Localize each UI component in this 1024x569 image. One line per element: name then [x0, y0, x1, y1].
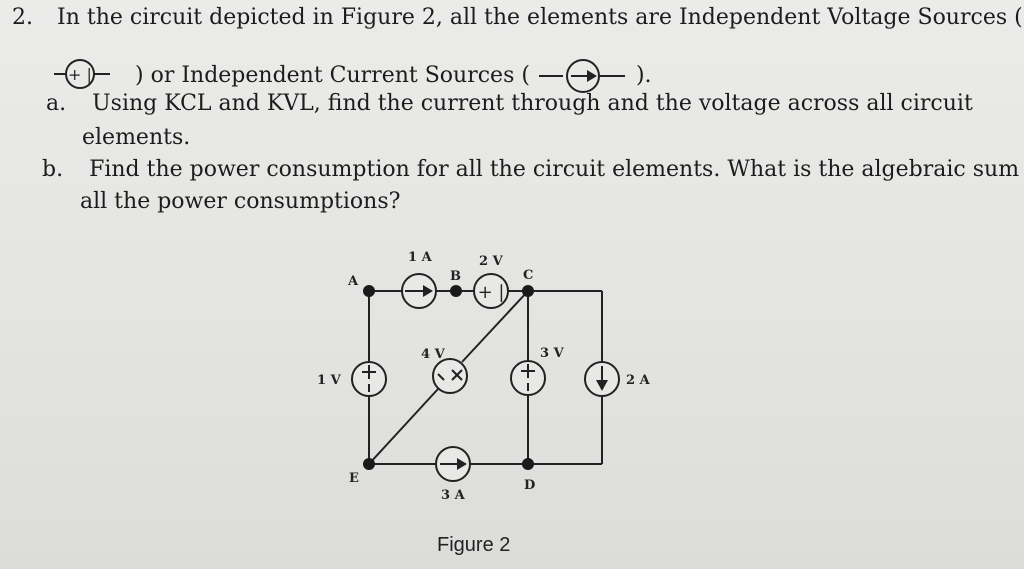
node-c	[522, 285, 534, 297]
part-a-line-2: elements.	[82, 124, 190, 152]
svg-text:+ |: + |	[478, 282, 505, 303]
node-label-e: E	[349, 471, 359, 486]
voltage-source-1v	[351, 361, 387, 397]
problem-intro-line-2: ) or Independent Current Sources (	[135, 63, 530, 88]
current-source-2a	[584, 361, 620, 397]
node-label-b: B	[450, 269, 461, 284]
label-3a: 3 A	[441, 488, 466, 503]
part-a-label: a.	[46, 91, 67, 116]
voltage-source-3v	[510, 360, 546, 396]
node-d	[522, 458, 534, 470]
current-source-1a	[401, 273, 437, 309]
node-label-d: D	[524, 478, 535, 493]
part-b-label: b.	[42, 157, 64, 182]
voltage-source-icon: + |	[54, 59, 110, 89]
part-b-line-1: b. Find the power consumption for all th…	[42, 156, 1024, 184]
svg-text:+ |: + |	[68, 65, 92, 84]
figure-caption: Figure 2	[437, 534, 511, 556]
voltage-source-4v	[432, 358, 468, 394]
problem-number: 2.	[12, 5, 33, 30]
node-label-c: C	[523, 268, 533, 283]
part-a-text: Using KCL and KVL, find the current thro…	[92, 91, 973, 116]
part-b-text: Find the power consumption for all the c…	[89, 157, 1024, 182]
label-2a: 2 A	[626, 373, 651, 388]
problem-line-1: 2. In the circuit depicted in Figure 2, …	[12, 4, 1023, 32]
node-b	[450, 285, 462, 297]
label-1a: 1 A	[408, 250, 433, 265]
current-source-icon	[538, 59, 625, 93]
problem-line-2: + | ) or Independent Current Sources ( )…	[52, 58, 652, 94]
node-a	[363, 285, 375, 297]
label-3v: 3 V	[540, 346, 565, 361]
node-label-a: A	[347, 274, 359, 289]
problem-intro-line-2-end: ).	[635, 63, 652, 88]
node-e	[363, 458, 375, 470]
part-a-line-1: a. Using KCL and KVL, find the current t…	[46, 90, 973, 118]
part-a-text-cont: elements.	[82, 125, 191, 150]
problem-intro-line-1: In the circuit depicted in Figure 2, all…	[57, 5, 1023, 30]
label-2v: 2 V	[479, 254, 504, 269]
label-4v: 4 V	[421, 347, 446, 362]
voltage-source-2v: + |	[473, 273, 509, 309]
label-1v: 1 V	[317, 373, 342, 388]
part-b-text-cont: all the power consumptions?	[80, 189, 401, 214]
part-b-line-2: all the power consumptions?	[80, 188, 400, 216]
current-source-3a	[435, 446, 471, 482]
